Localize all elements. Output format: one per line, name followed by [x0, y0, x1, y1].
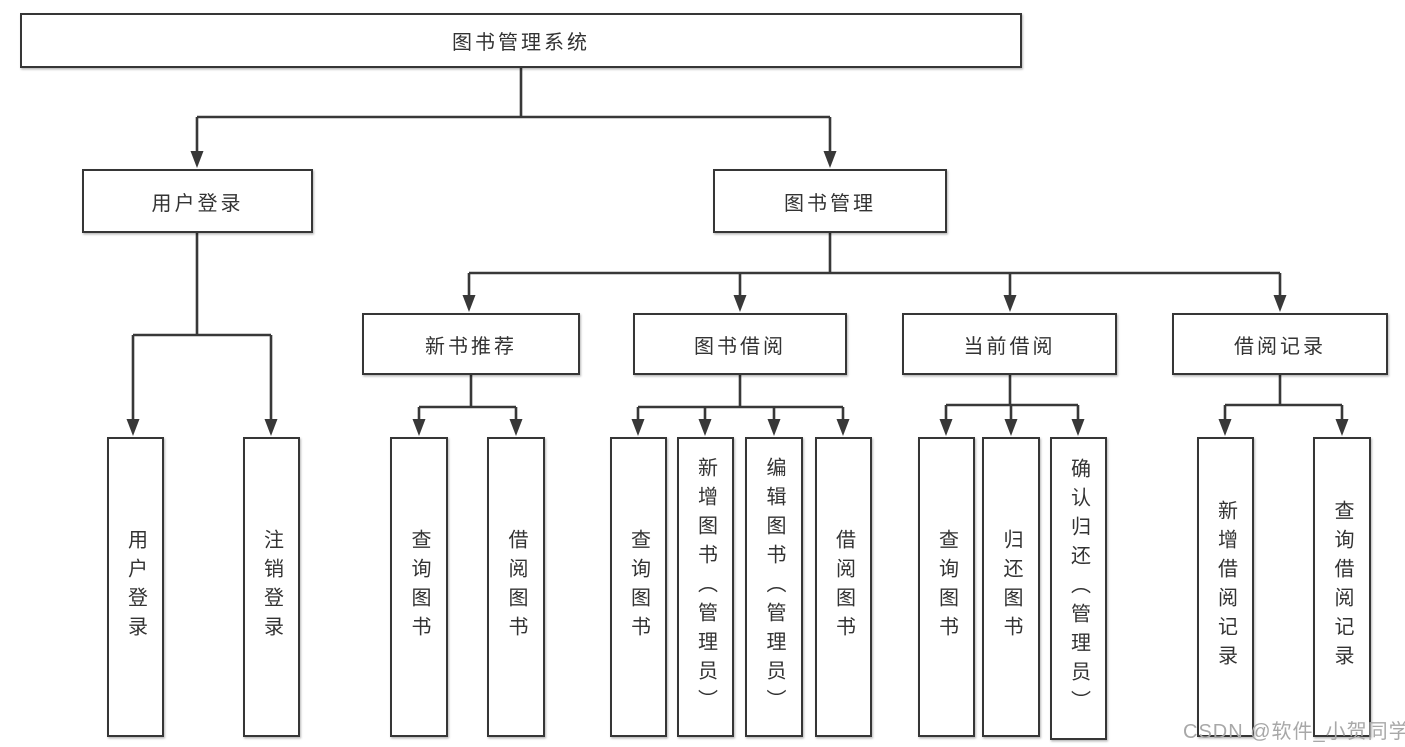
- node-book-borrow: 图书借阅: [633, 313, 847, 375]
- node-book-management: 图书管理: [713, 169, 947, 233]
- leaf-borrow-books: 借阅图书: [815, 437, 872, 737]
- leaf-query-books-current: 查询图书: [918, 437, 975, 737]
- leaf-query-books-borrow: 查询图书: [610, 437, 667, 737]
- leaf-add-book-admin: 新增图书（管理员）: [677, 437, 734, 737]
- node-user-login: 用户登录: [82, 169, 313, 233]
- node-borrow-records: 借阅记录: [1172, 313, 1388, 375]
- csdn-watermark: CSDN @软件_小贺同学: [1183, 721, 1405, 743]
- node-current-borrow: 当前借阅: [902, 313, 1117, 375]
- leaf-user-login: 用户登录: [107, 437, 164, 737]
- leaf-edit-book-admin: 编辑图书（管理员）: [745, 437, 803, 737]
- leaf-return-book: 归还图书: [982, 437, 1040, 737]
- leaf-query-borrow-record: 查询借阅记录: [1313, 437, 1371, 737]
- node-new-book-recommend: 新书推荐: [362, 313, 580, 375]
- node-root: 图书管理系统: [20, 13, 1022, 68]
- leaf-borrow-books-recommend: 借阅图书: [487, 437, 545, 737]
- leaf-logout: 注销登录: [243, 437, 300, 737]
- leaf-add-borrow-record: 新增借阅记录: [1197, 437, 1254, 737]
- leaf-query-books-recommend: 查询图书: [390, 437, 448, 737]
- leaf-confirm-return-admin: 确认归还（管理员）: [1050, 437, 1107, 740]
- arrowheads: [126, 151, 1349, 436]
